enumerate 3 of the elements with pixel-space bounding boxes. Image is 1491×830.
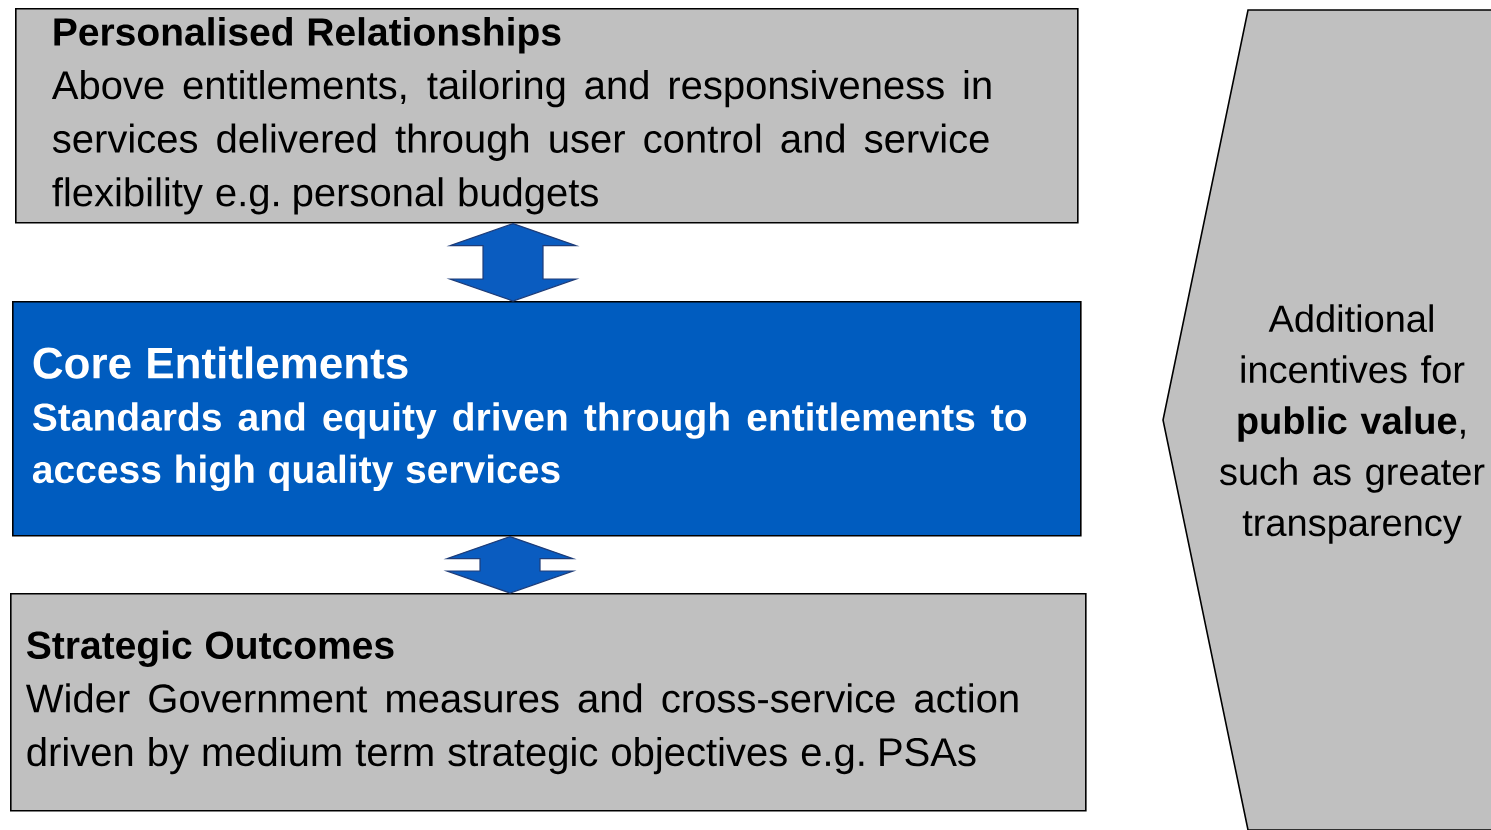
core-box: Core Entitlements Standards and equity driven through entitlements to access high quality services <box>12 301 1082 537</box>
text-box: Strategic Outcomes Wider Government measures and cross-service action driven by medium term strategic objectives e.g. PSAs <box>10 593 1087 812</box>
text-box: Personalised Relationships Above entitlements, tailoring and responsiveness in services delivered through user control and service flexibility e.g. personal budgets <box>15 8 1079 224</box>
